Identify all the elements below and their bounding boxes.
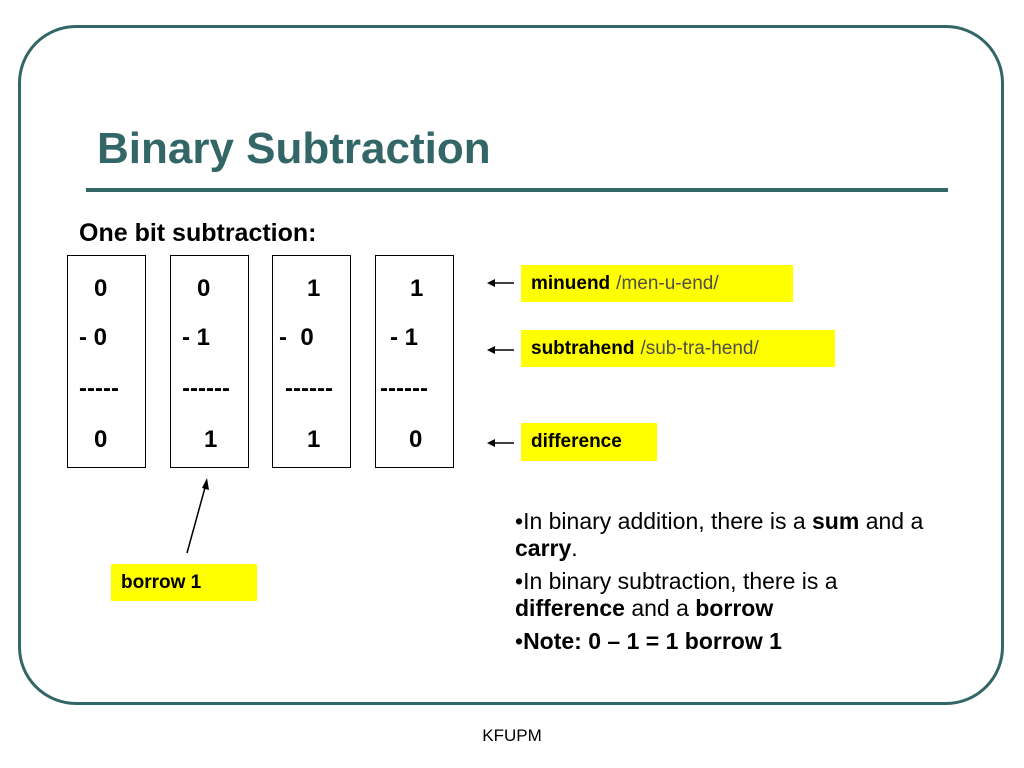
result-value: 1 [307,426,321,453]
difference-label: difference [521,423,657,461]
bit-column-1: 0 - 0 ----- 0 [67,255,146,468]
minuend-term: minuend [531,272,611,294]
bullet-list: •In binary addition, there is a sum and … [515,508,935,661]
minuend-value: 0 [197,275,211,302]
bullet-marker: • [515,508,524,534]
result-rule: ------ [380,375,428,402]
bullet-text: In binary addition, there is a [523,508,813,534]
subtrahend-term: subtrahend [531,337,635,359]
bullet-bold: Note: 0 – 1 = 1 borrow 1 [523,628,782,654]
bullet-marker: • [515,568,524,594]
result-rule: ------ [182,375,230,402]
bit-column-4: 1 - 1 ------ 0 [375,255,454,468]
bullet-marker: • [515,628,524,654]
bit-column-2: 0 - 1 ------ 1 [170,255,249,468]
bit-column-3: 1 - 0 ------ 1 [272,255,351,468]
result-value: 0 [409,426,423,453]
bullet-text: . [571,535,578,561]
bullet-item: •In binary subtraction, there is a diffe… [515,568,935,622]
bullet-bold: carry [515,535,572,561]
bullet-bold: difference [515,595,625,621]
subtrahend-value: - 1 [390,324,419,351]
subtrahend-value: - 1 [182,324,211,351]
borrow-term: borrow 1 [121,571,202,593]
bullet-bold: borrow [695,595,774,621]
subtrahend-value: - 0 [279,324,314,351]
result-value: 0 [94,426,108,453]
subtrahend-label: subtrahend /sub-tra-hend/ [521,330,835,367]
result-rule: ------ [285,375,333,402]
bullet-text: In binary subtraction, there is a [523,568,838,594]
bullet-text: and a [624,595,696,621]
minuend-value: 0 [94,275,108,302]
minuend-pronunciation: /men-u-end/ [616,272,719,294]
title-underline [86,188,948,192]
minuend-value: 1 [307,275,321,302]
subheading: One bit subtraction: [79,219,317,247]
minuend-label: minuend /men-u-end/ [521,265,793,302]
slide-frame [18,25,1004,705]
footer-text: KFUPM [482,726,542,745]
subtrahend-pronunciation: /sub-tra-hend/ [640,337,759,359]
bullet-bold: sum [812,508,860,534]
subtrahend-value: - 0 [79,324,108,351]
bullet-item: •Note: 0 – 1 = 1 borrow 1 [515,628,935,655]
result-value: 1 [204,426,218,453]
bullet-text: and a [859,508,924,534]
slide-title: Binary Subtraction [97,124,491,173]
result-rule: ----- [79,375,119,402]
borrow-label: borrow 1 [111,564,257,601]
bullet-item: •In binary addition, there is a sum and … [515,508,935,562]
difference-term: difference [531,431,622,452]
minuend-value: 1 [410,275,424,302]
